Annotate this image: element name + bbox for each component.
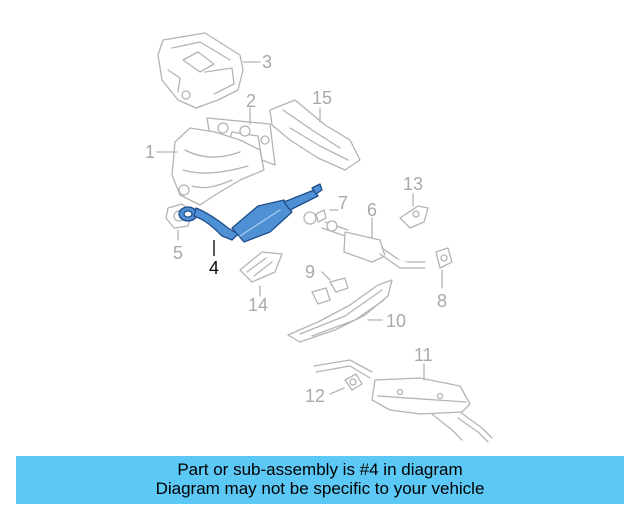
- callout-5: 5: [173, 243, 184, 263]
- callout-15: 15: [312, 88, 333, 108]
- part-7-clamp: [303, 209, 327, 225]
- banner-line-2: Diagram may not be specific to your vehi…: [155, 479, 485, 498]
- part-9-hanger: [311, 277, 349, 305]
- part-14-heat-shield: [239, 251, 283, 283]
- part-15-heat-shield: [269, 99, 361, 171]
- part-6-intermediate-pipe: [321, 220, 426, 269]
- leader-12: [329, 387, 345, 395]
- part-4-catalytic-converter: [178, 183, 323, 243]
- part-1-exhaust-manifold: [171, 127, 265, 206]
- part-13-bracket: [399, 205, 429, 229]
- part-10-heat-shield: [287, 279, 393, 343]
- callout-1: 1: [145, 142, 156, 162]
- callout-12: 12: [305, 386, 326, 406]
- info-banner: Part or sub-assembly is #4 in diagram Di…: [16, 456, 624, 504]
- callout-6: 6: [367, 200, 378, 220]
- callout-9: 9: [305, 262, 316, 282]
- callout-2: 2: [246, 91, 257, 111]
- part-11-muffler: [313, 359, 493, 443]
- callout-3: 3: [262, 52, 273, 72]
- callout-8: 8: [437, 291, 448, 311]
- part-8-hanger: [435, 247, 453, 269]
- callout-4[interactable]: 4: [209, 258, 220, 278]
- callout-10: 10: [386, 311, 407, 331]
- part-12-clamp: [344, 373, 363, 391]
- leader-9: [321, 271, 331, 281]
- callout-13: 13: [403, 174, 424, 194]
- callout-7: 7: [338, 193, 349, 213]
- banner-line-1: Part or sub-assembly is #4 in diagram: [177, 460, 463, 479]
- callout-14: 14: [248, 295, 269, 315]
- callout-11: 11: [414, 345, 433, 365]
- part-3-engine-cover: [157, 32, 244, 109]
